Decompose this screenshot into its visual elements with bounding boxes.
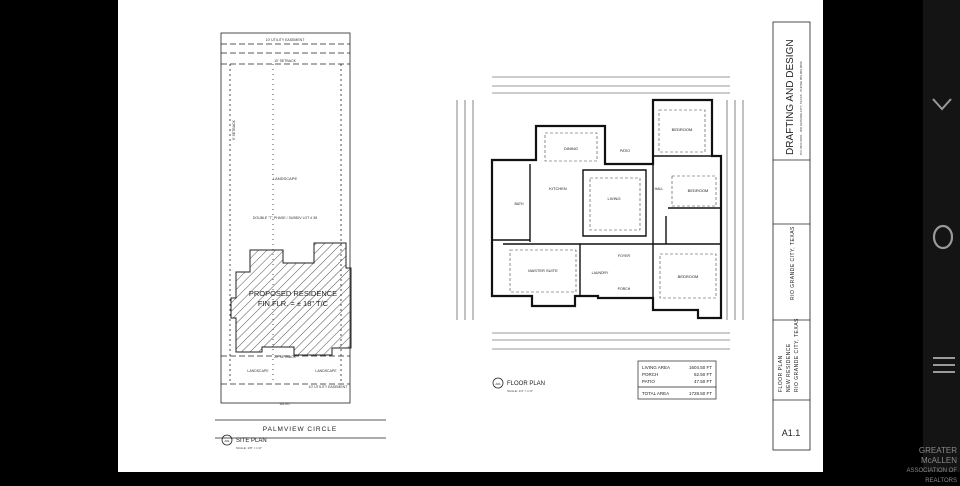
sheet-desc-1: FLOOR PLAN [778,355,784,392]
left-letterbox [0,0,118,472]
site-plan-badge [221,434,233,446]
area-row-label: PORCH [642,372,658,377]
lot-dimension: 60.00' [280,401,291,406]
area-row-label: PATIO [642,379,655,384]
viewer-side-panel [923,0,960,472]
title-block [772,21,811,451]
firm-address: P.O. BOX 0001 · RIO GRANDE CITY, TEXAS ·… [799,61,803,155]
room-hall: HALL [655,187,664,191]
utility-easement-label: 10' UTILITY EASEMENT [266,38,306,42]
area-row-label: LIVING AREA [642,365,670,370]
chevron-up-icon[interactable] [930,95,954,113]
setback-label: 10' SETBACK [274,59,297,63]
site-plan-title: SITE PLAN [236,438,267,444]
watermark: GREATER McALLEN ASSOCIATION OF REALTORS [893,446,957,486]
room-kitchen: KITCHEN [549,186,567,191]
circle-icon[interactable] [929,223,954,251]
lot-boundary [220,32,351,404]
watermark-line-1: GREATER McALLEN [918,446,957,465]
front-landscape-right: LANDSCAPE [315,369,337,373]
sheet-desc-2: NEW RESIDENCE [786,343,792,392]
room-patio: PATIO [620,149,630,153]
site-plan [215,32,386,439]
room-bath: BATH [514,202,524,206]
blueprint-drawing: LANDSCAPE DOUBLE "T" PHASE / SUBDIV LOT … [215,21,811,451]
site-landscape-label: LANDSCAPE [273,176,298,181]
room-bedroom-bottom: BEDROOM [678,274,699,279]
room-bedroom-mid: BEDROOM [688,188,709,193]
area-row-value: 47.50 FT [694,379,712,384]
room-foyer: FOYER [618,254,631,258]
proposed-residence-label: PROPOSED RESIDENCE [249,289,337,298]
proposed-residence-footprint [230,242,352,356]
blueprint-sheet: LANDSCAPE DOUBLE "T" PHASE / SUBDIV LOT … [118,0,823,472]
sheet-desc-3: RIO GRANDE CITY, TEXAS [794,318,800,392]
room-living: LIVING [607,196,620,201]
area-total-label: TOTAL AREA [642,391,669,396]
front-setback-label: 20' SETBACK [274,355,297,359]
room-porch: PORCH [618,287,631,291]
menu-icon[interactable] [931,352,955,378]
front-utility-easement: 10' UTILITY EASEMENT [309,385,349,389]
room-dining: DINING [564,146,578,151]
floor-plan-dimensions [456,76,744,350]
area-total-value: 1728.50 FT [689,391,712,396]
sheet-number: A1.1 [782,428,801,438]
right-letterbox: GREATER McALLEN ASSOCIATION OF REALTORS [823,0,960,484]
area-table [637,360,717,400]
area-row-value: 52.50 FT [694,372,712,377]
floor-plan-title: FLOOR PLAN [507,381,545,387]
floor-plan-walls [490,98,723,320]
front-landscape-left: LANDSCAPE [247,369,269,373]
area-row-value: 1604.50 FT [689,365,712,370]
side-setback-label: 6' SETBACK [232,119,236,140]
site-plan-badge-text: A01 [224,439,230,443]
floor-plan-badge [492,377,504,389]
finish-floor-label: FIN.FLR. = ± 18" T/C [258,299,329,308]
firm-name: DRAFTING AND DESIGN [785,39,796,155]
floor-plan-scale: SCALE: 1/4" = 1'-0" [507,389,533,393]
room-laundry: LAUNDRY [592,271,609,275]
street-name: PALMVIEW CIRCLE [263,426,337,433]
lot-info-label: DOUBLE "T" PHASE / SUBDIV LOT # 38 [253,216,317,220]
floor-plan-badge-text: A01 [495,382,501,386]
room-bedroom-top: BEDROOM [672,127,693,132]
project-location: RIO GRANDE CITY, TEXAS [790,226,796,300]
floor-plan-ceiling-outlines [509,109,717,299]
room-master-suite: MASTER SUITE [528,268,558,273]
watermark-line-2: ASSOCIATION OF REALTORS [906,468,957,484]
site-plan-scale: SCALE: 1/8" = 1'-0" [236,446,262,450]
